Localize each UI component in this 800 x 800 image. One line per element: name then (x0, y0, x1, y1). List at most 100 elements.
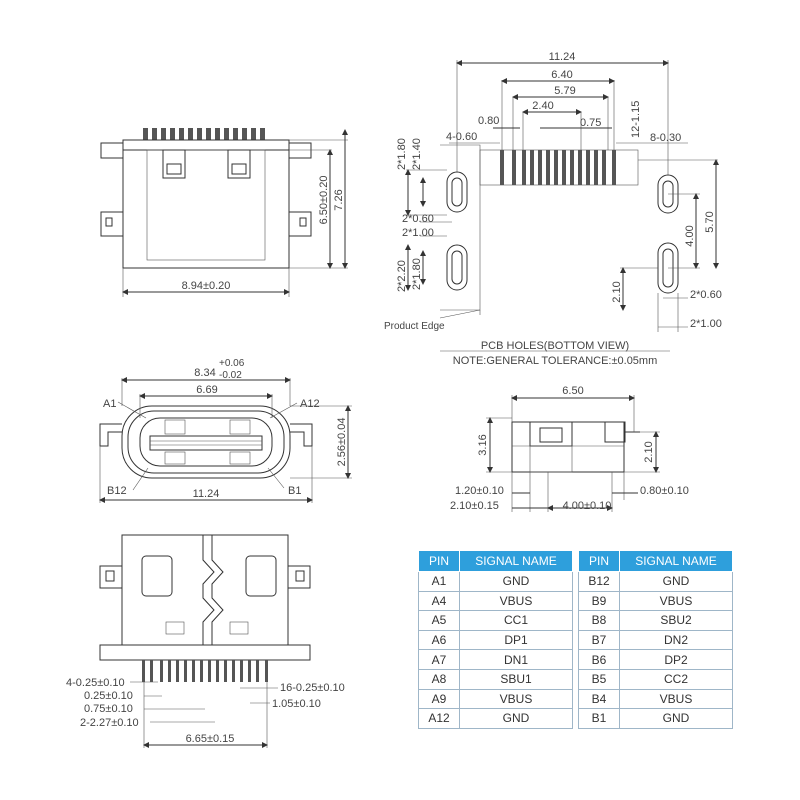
front-height: 2.56±0.04 (336, 418, 348, 467)
pcb-dim-4-060: 4-0.60 (446, 131, 477, 143)
pin-cell: A6 (418, 629, 460, 651)
signal-header: SIGNAL NAME (459, 550, 573, 572)
pcb-dim-2-40: 2.40 (532, 100, 553, 112)
pcb-holes-view: 11.24 6.40 5.79 2.40 0.80 0.75 4-0.60 12… (384, 51, 722, 367)
pin-cell: A4 (418, 590, 460, 612)
pcb-dim-2x100-r: 2*1.00 (690, 318, 722, 330)
side-view-pins (143, 128, 265, 140)
front-outer: 8.34 (194, 367, 215, 379)
pcb-dim-0-75: 0.75 (580, 117, 601, 129)
pcb-title: PCB HOLES(BOTTOM VIEW) (481, 340, 629, 352)
top-view-pins (142, 660, 268, 682)
pin-header: PIN (578, 550, 620, 572)
pcb-dim-2x180-b: 2*1.80 (411, 258, 423, 290)
pin-cell: A9 (418, 688, 460, 710)
top-dim-3: 0.75±0.10 (84, 703, 133, 715)
signal-cell: DP1 (459, 629, 573, 651)
signal-cell: VBUS (619, 590, 733, 612)
side-height: 7.26 (333, 189, 345, 210)
pcb-dim-2x220: 2*2.20 (396, 260, 408, 292)
pin-cell: B6 (578, 649, 620, 670)
signal-cell: SBU2 (619, 610, 733, 631)
top-dim-5: 6.65±0.15 (186, 733, 235, 745)
signal-cell: CC1 (459, 610, 573, 631)
label-a12: A12 (300, 398, 320, 410)
top-dim-7: 1.05±0.10 (272, 698, 321, 710)
edge-right-h: 2.10 (643, 441, 655, 462)
top-dim-6: 16-0.25±0.10 (280, 682, 345, 694)
pin-cell: B8 (578, 610, 620, 631)
pcb-note: NOTE:GENERAL TOLERANCE:±0.05mm (453, 355, 658, 367)
top-dim-1: 4-0.25±0.10 (66, 677, 125, 689)
pin-header: PIN (418, 550, 460, 572)
signal-cell: GND (459, 571, 573, 592)
label-b12: B12 (107, 485, 127, 497)
pcb-dim-2x060-r: 2*0.60 (690, 289, 722, 301)
pcb-dim-2x140: 2*1.40 (411, 138, 423, 170)
pcb-dim-0-80: 0.80 (478, 115, 499, 127)
signal-header: SIGNAL NAME (619, 550, 733, 572)
front-tol-plus: +0.06 (219, 358, 245, 369)
signal-cell: DN1 (459, 649, 573, 670)
label-a1: A1 (103, 398, 116, 410)
tongue (149, 435, 263, 451)
signal-cell: GND (619, 708, 733, 729)
pcb-dim-2x180-a: 2*1.80 (396, 138, 408, 170)
front-width: 11.24 (193, 488, 220, 500)
pcb-dim-2x060: 2*0.60 (402, 213, 434, 225)
front-view: 8.34 +0.06 -0.02 6.69 2.56±0.04 11.24 A1… (99, 358, 352, 503)
edge-d4: 0.80±0.10 (640, 485, 689, 497)
edge-height: 3.16 (477, 434, 489, 455)
pin-cell: B4 (578, 688, 620, 710)
edge-d2: 2.10±0.15 (450, 500, 499, 512)
pcb-dim-5-79: 5.79 (554, 85, 575, 97)
edge-width: 6.50 (562, 385, 583, 397)
pcb-dim-8-030: 8-0.30 (650, 132, 681, 144)
signal-cell: DP2 (619, 649, 733, 670)
pcb-dim-4-00: 4.00 (684, 225, 696, 246)
pcb-dim-5-70: 5.70 (704, 211, 716, 232)
pin-cell: A7 (418, 649, 460, 670)
top-dim-2: 0.25±0.10 (84, 690, 133, 702)
signal-cell: GND (619, 571, 733, 592)
pin-cell: A8 (418, 668, 460, 690)
pcb-dim-2-10: 2.10 (611, 281, 623, 302)
signal-cell: CC2 (619, 668, 733, 690)
pin-cell: A12 (418, 708, 460, 729)
pcb-dim-12-115: 12-1.15 (630, 101, 642, 138)
signal-cell: VBUS (619, 688, 733, 710)
pin-cell: B9 (578, 590, 620, 612)
pin-cell: B5 (578, 668, 620, 690)
signal-cell: GND (459, 708, 573, 729)
label-b1: B1 (288, 485, 301, 497)
side-body-height: 6.50±0.20 (318, 176, 330, 225)
side-view-body (122, 139, 290, 269)
pcb-pads (500, 150, 616, 185)
front-inner: 6.69 (196, 384, 217, 396)
side-view: 6.50±0.20 7.26 8.94±0.20 (100, 128, 348, 297)
front-tol-minus: -0.02 (219, 370, 242, 381)
edge-d1: 1.20±0.10 (455, 485, 504, 497)
hole-left-bottom (446, 244, 468, 291)
signal-cell: VBUS (459, 688, 573, 710)
top-dim-4: 2-2.27±0.10 (80, 717, 139, 729)
top-view: 4-0.25±0.10 0.25±0.10 0.75±0.10 2-2.27±0… (66, 534, 345, 748)
